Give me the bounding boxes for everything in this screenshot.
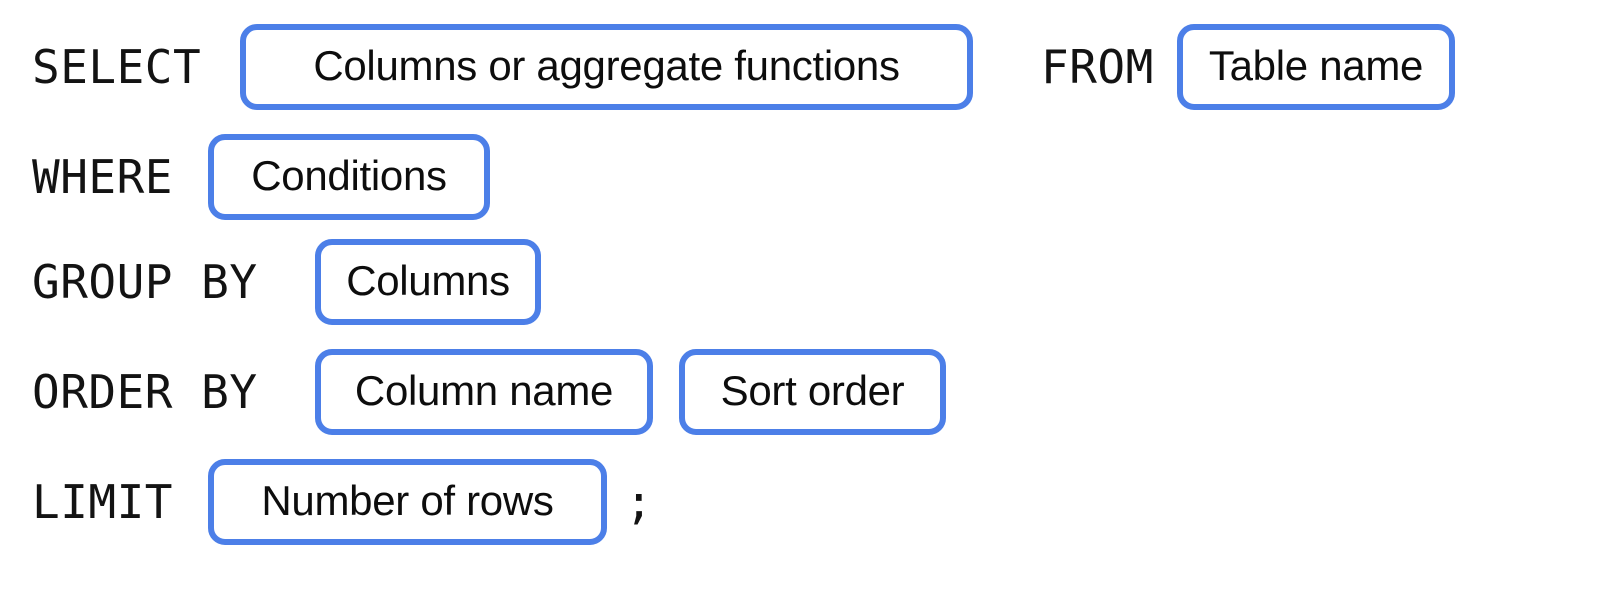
placeholder-label: Table name bbox=[1208, 42, 1424, 89]
sql-keyword-order-by: ORDER BY bbox=[32, 365, 258, 419]
placeholder-order-by-column-name[interactable]: Column name bbox=[315, 349, 653, 435]
sql-clause-row-where: WHERE Conditions bbox=[0, 122, 490, 232]
sql-clause-row-order-by: ORDER BY Column name Sort order bbox=[0, 337, 946, 447]
placeholder-columns-or-aggregate-functions[interactable]: Columns or aggregate functions bbox=[240, 24, 973, 110]
sql-keyword-from: FROM bbox=[1041, 40, 1154, 94]
placeholder-label: Column name bbox=[354, 367, 614, 414]
placeholder-conditions[interactable]: Conditions bbox=[208, 134, 490, 220]
placeholder-table-name[interactable]: Table name bbox=[1177, 24, 1455, 110]
sql-clause-row-limit: LIMIT Number of rows ; bbox=[0, 447, 653, 557]
statement-terminator-semicolon: ; bbox=[625, 475, 653, 529]
placeholder-number-of-rows[interactable]: Number of rows bbox=[208, 459, 607, 545]
sql-keyword-where: WHERE bbox=[32, 150, 173, 204]
placeholder-label: Columns bbox=[346, 257, 510, 304]
sql-clause-row-select: SELECT Columns or aggregate functions FR… bbox=[0, 12, 1455, 122]
placeholder-label: Columns or aggregate functions bbox=[313, 42, 900, 89]
sql-clause-row-group-by: GROUP BY Columns bbox=[0, 227, 541, 337]
placeholder-label: Sort order bbox=[720, 367, 905, 414]
placeholder-label: Number of rows bbox=[261, 477, 554, 524]
placeholder-group-by-columns[interactable]: Columns bbox=[315, 239, 541, 325]
sql-keyword-select: SELECT bbox=[32, 40, 202, 94]
placeholder-label: Conditions bbox=[251, 152, 447, 199]
sql-keyword-limit: LIMIT bbox=[32, 475, 173, 529]
placeholder-sort-order[interactable]: Sort order bbox=[679, 349, 946, 435]
sql-keyword-group-by: GROUP BY bbox=[32, 255, 258, 309]
